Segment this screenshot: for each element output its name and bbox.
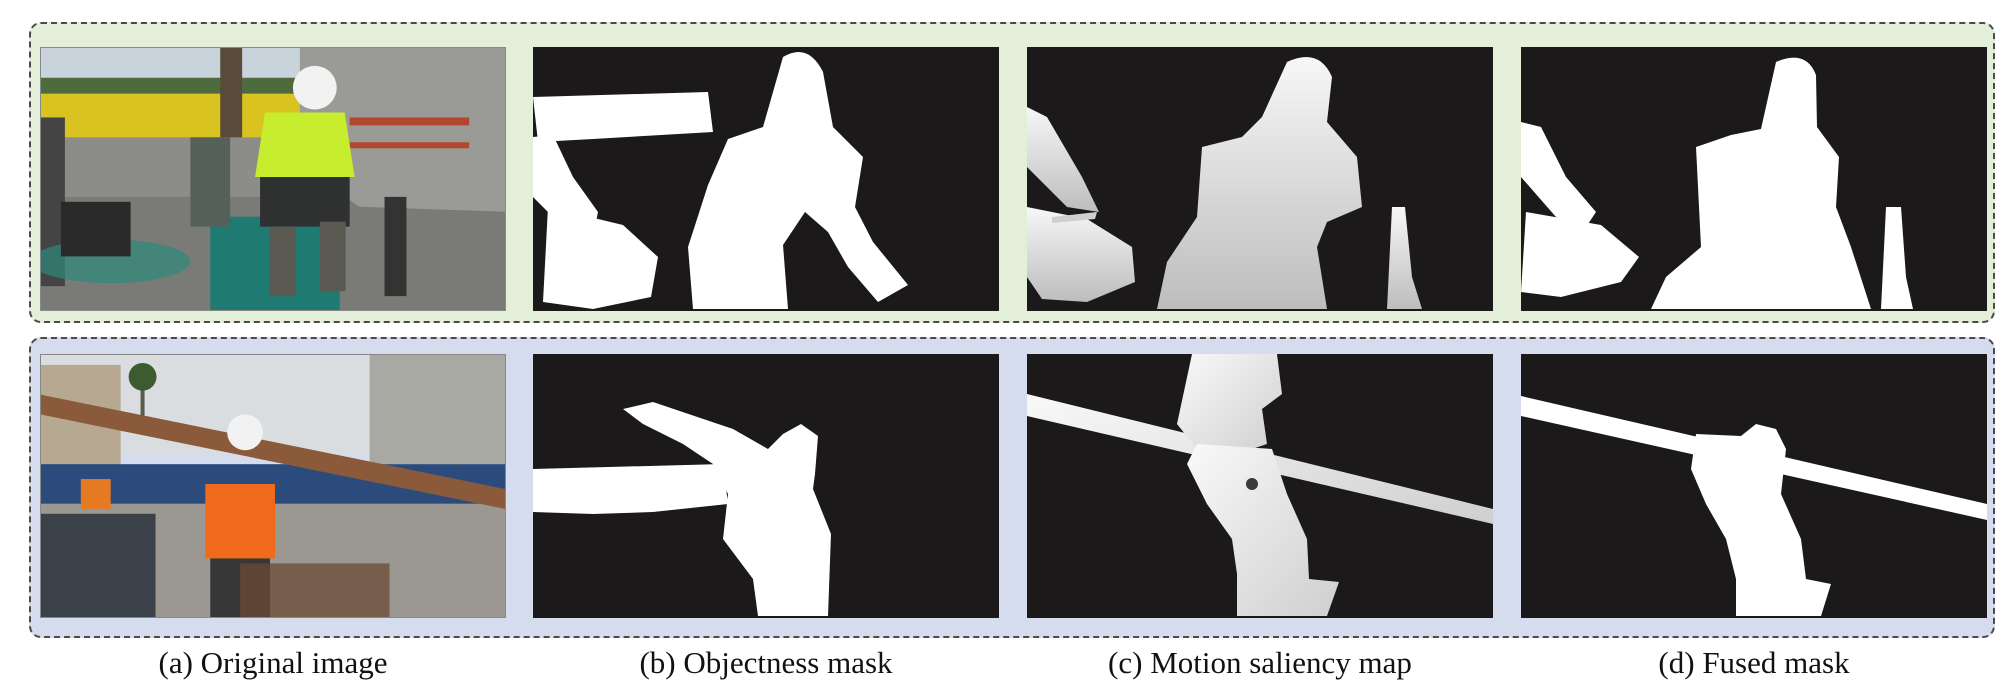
fused-mask-row1	[1521, 47, 1987, 311]
caption-objectness-mask: (b) Objectness mask	[639, 645, 893, 680]
original-image-row2	[40, 354, 506, 618]
motion-saliency-map-row2	[1027, 354, 1493, 618]
caption-motion-saliency-map: (c) Motion saliency map	[1108, 645, 1412, 680]
objectness-mask-row2	[533, 354, 999, 618]
motion-saliency-map-row1	[1027, 47, 1493, 311]
fused-mask-row2	[1521, 354, 1987, 618]
caption-fused-mask: (d) Fused mask	[1658, 645, 1850, 680]
original-image-row1	[40, 47, 506, 311]
objectness-mask-row1	[533, 47, 999, 311]
caption-original-image: (a) Original image	[158, 645, 388, 680]
